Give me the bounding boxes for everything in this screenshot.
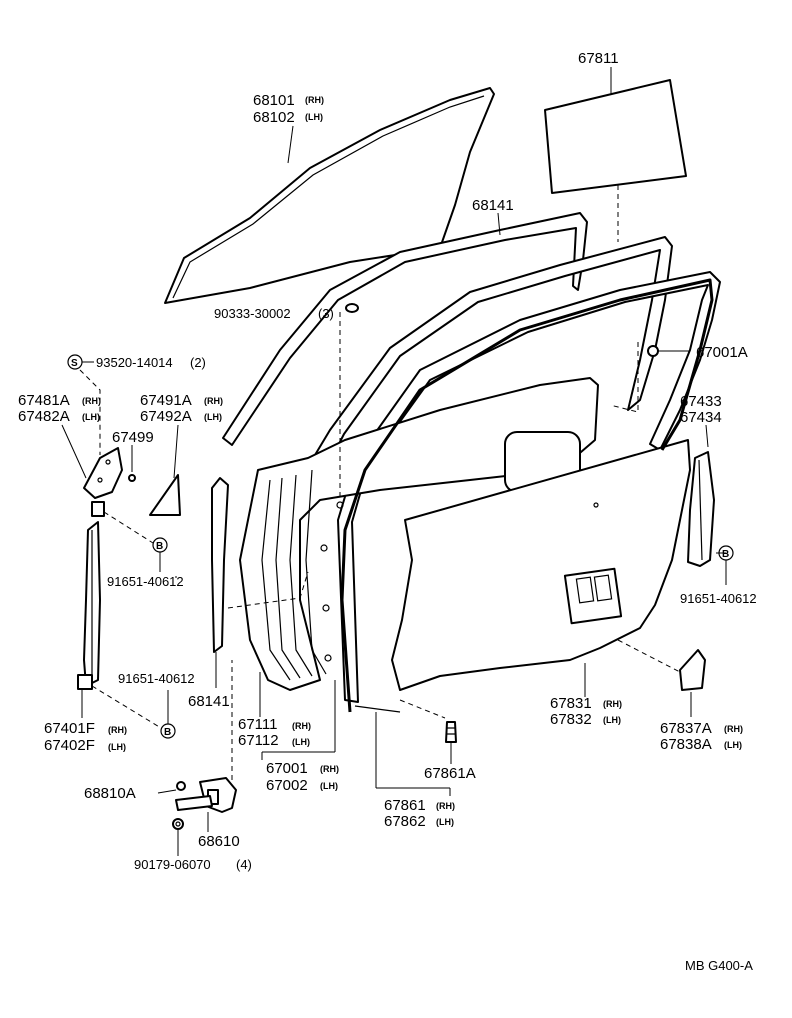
label-91651-right: 91651-40612 — [680, 591, 757, 606]
label-68101: 68101 — [253, 92, 295, 109]
label-67832-side: (LH) — [603, 715, 621, 725]
label-67402F: 67402F — [44, 737, 95, 754]
label-67832: 67832 — [550, 711, 592, 728]
label-67002-side: (LH) — [320, 781, 338, 791]
label-90333: 90333-30002 — [214, 306, 291, 321]
nut-90179 — [172, 818, 184, 830]
run-channel-68141-top — [222, 212, 588, 446]
label-67401F: 67401F — [44, 720, 95, 737]
label-90333-qty: (3) — [318, 306, 334, 321]
label-67481A: 67481A — [18, 392, 70, 409]
label-67811: 67811 — [578, 50, 619, 67]
door-trim-panel-67831 — [391, 439, 691, 691]
weatherstrip-67861 — [340, 278, 714, 713]
screw-67499 — [128, 474, 136, 482]
label-67481A-side: (RH) — [82, 396, 101, 406]
label-67001A: 67001A — [696, 344, 748, 361]
clip-90333 — [345, 303, 359, 313]
clip-67001A — [647, 345, 659, 357]
door-glass-68101 — [164, 87, 495, 304]
bolt-symbol-left-upper: B — [152, 537, 168, 553]
label-67482A-side: (LH) — [82, 412, 100, 422]
bracket-67481A — [83, 447, 123, 499]
label-67491A-side: (RH) — [204, 396, 223, 406]
quarter-glass-67811 — [544, 79, 687, 194]
label-67838A: 67838A — [660, 736, 712, 753]
label-68610: 68610 — [198, 833, 240, 850]
label-67401F-side: (RH) — [108, 725, 127, 735]
label-68101-side: (RH) — [305, 95, 324, 105]
screw-symbol-93520: S — [67, 354, 83, 370]
bolt-68810A — [176, 781, 186, 791]
label-67861: 67861 — [384, 797, 426, 814]
label-91651-left: 91651-40612 — [107, 574, 184, 589]
label-67862-side: (LH) — [436, 817, 454, 827]
run-channel-68141-mid — [211, 477, 229, 653]
hinge-68610 — [175, 777, 237, 813]
label-93520-qty: (2) — [190, 355, 206, 370]
part-labels: 67811 68101 (RH) 68102 (LH) 68141 90333-… — [18, 50, 757, 973]
label-67491A: 67491A — [140, 392, 192, 409]
label-67112: 67112 — [238, 732, 279, 749]
bolt-symbol-text: B — [722, 549, 729, 560]
corner-piece-67837A — [679, 649, 706, 691]
clip-67861A — [445, 721, 457, 743]
label-90179-qty: (4) — [236, 857, 252, 872]
label-67112-side: (LH) — [292, 737, 310, 747]
label-90179: 90179-06070 — [134, 857, 211, 872]
bolt-symbol-left-lower: B — [160, 723, 176, 739]
label-67831-side: (RH) — [603, 699, 622, 709]
screw-symbol-text: S — [71, 358, 78, 369]
label-68141-top: 68141 — [472, 197, 514, 214]
label-67111-side: (RH) — [292, 721, 311, 731]
label-67482A: 67482A — [18, 408, 70, 425]
diagram-reference-code: MB G400-A — [685, 958, 753, 973]
label-67831: 67831 — [550, 695, 592, 712]
label-67001: 67001 — [266, 760, 308, 777]
label-67838A-side: (LH) — [724, 740, 742, 750]
label-67402F-side: (LH) — [108, 742, 126, 752]
label-67001-side: (RH) — [320, 764, 339, 774]
label-91651-mid: 91651-40612 — [118, 671, 195, 686]
label-67111: 67111 — [238, 716, 278, 733]
label-67434: 67434 — [680, 409, 722, 426]
label-68141-mid: 68141 — [188, 693, 230, 710]
label-67837A: 67837A — [660, 720, 712, 737]
division-bar-67401F — [77, 501, 105, 690]
bolt-symbol-text: B — [156, 541, 163, 552]
bolt-symbol-text: B — [164, 727, 171, 738]
label-67492A-side: (LH) — [204, 412, 222, 422]
label-93520: 93520-14014 — [96, 355, 173, 370]
label-68810A: 68810A — [84, 785, 136, 802]
label-67499: 67499 — [112, 429, 154, 446]
label-67002: 67002 — [266, 777, 308, 794]
label-68102-side: (LH) — [305, 112, 323, 122]
label-67837A-side: (RH) — [724, 724, 743, 734]
belt-molding-67433 — [687, 451, 715, 567]
label-67433: 67433 — [680, 393, 722, 410]
label-68102: 68102 — [253, 109, 295, 126]
label-67861A: 67861A — [424, 765, 476, 782]
label-67862: 67862 — [384, 813, 426, 830]
label-67861-side: (RH) — [436, 801, 455, 811]
label-67492A: 67492A — [140, 408, 192, 425]
cover-67491A — [149, 474, 181, 516]
bolt-symbol-right: B — [718, 545, 734, 561]
